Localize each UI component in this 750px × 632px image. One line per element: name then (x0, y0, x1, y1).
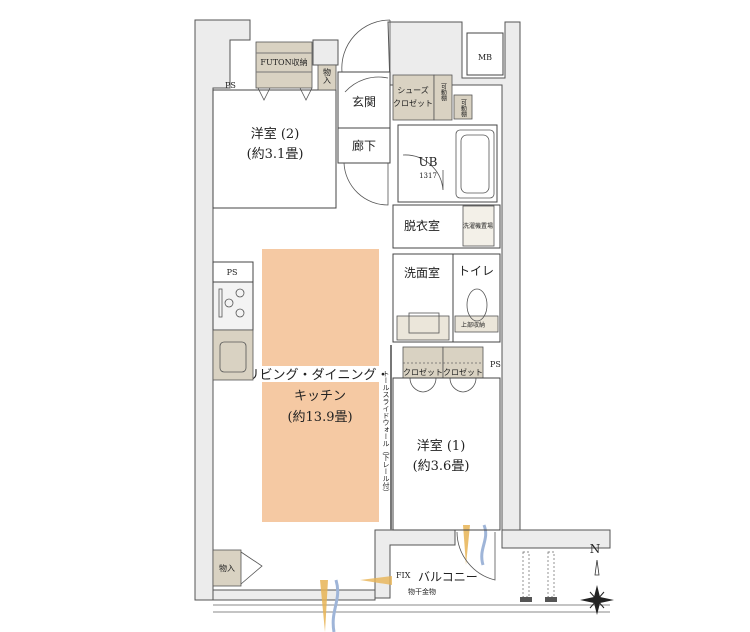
closet-top: 物入 (317, 64, 337, 91)
closet-a-label: クロゼット (403, 367, 443, 377)
stove-icon (218, 288, 245, 318)
shelf-1-label: 可動棚 (440, 83, 447, 102)
north-label: N (590, 542, 601, 556)
closet-top-label: 物入 (323, 67, 332, 84)
closet-bottom-label: 物入 (219, 563, 235, 573)
sliding-wall-label: トールスライドウォール（下レール付） (382, 370, 390, 496)
unit-bath: UB 1317 (397, 124, 498, 203)
airflow-icons (320, 524, 488, 632)
ldk-area (262, 249, 379, 522)
shelf-2-label: 可動棚 (460, 99, 467, 118)
ldk-size: (約13.9畳) (287, 410, 352, 425)
ps-kitchen: PS (227, 268, 238, 277)
closet-bottom: 物入 (212, 549, 263, 587)
hallway-label: 廊下 (352, 138, 376, 153)
ps-top: PS (225, 81, 236, 90)
hallway: 廊下 (337, 127, 391, 206)
dressing-label: 脱衣室 (404, 218, 440, 233)
mb-label: MB (478, 53, 492, 62)
toilet: 上部収納 トイレ (452, 253, 501, 343)
dressing-room: 洗濯機置場 脱衣室 (392, 204, 501, 249)
kitchen: PS (212, 261, 254, 381)
western-room-1-name: 洋室 (1) (417, 438, 466, 454)
exterior-walls (194, 19, 611, 613)
balcony-label: バルコニー (418, 570, 478, 584)
living-dining-kitchen: リビング・ダイニング・ キッチン (約13.9畳) トールスライドウォール（下レ… (246, 249, 392, 530)
washer-label: 洗濯機置場 (463, 222, 493, 230)
ldk-label-1: リビング・ダイニング・ (246, 368, 389, 383)
balcony: バルコニー FIX 物干金物 (396, 531, 557, 602)
ps-right: PS (490, 360, 501, 369)
western-room-1: 洋室 (1) (約3.6畳) (392, 377, 501, 531)
entrance-label: 玄関 (352, 94, 376, 109)
washroom: 洗面室 (392, 253, 454, 343)
entrance: 玄関 (337, 19, 391, 129)
shoes-closet: シューズ クロゼット 可動棚 可動棚 (392, 74, 473, 121)
sink-icon (219, 341, 247, 373)
shoes-label-1: シューズ (397, 85, 429, 95)
upper-storage-label: 上部収納 (461, 321, 485, 329)
western-room-1-size: (約3.6畳) (413, 459, 470, 474)
closets: クロゼット クロゼット PS (402, 346, 501, 393)
toilet-label: トイレ (458, 264, 494, 278)
western-room-2: 洋室 (2) (約3.1畳) PS (212, 81, 337, 209)
ldk-label-2: キッチン (294, 389, 346, 404)
closet-b-label: クロゼット (443, 367, 483, 377)
drying-hardware-label: 物干金物 (408, 587, 436, 596)
north-arrow-icon: N (580, 542, 614, 615)
shoes-label-2: クロゼット (393, 98, 433, 108)
fix-label: FIX (396, 571, 411, 580)
bath-label: UB (419, 155, 438, 169)
meter-box: MB (466, 32, 504, 76)
washroom-label: 洗面室 (404, 265, 440, 280)
bath-size: 1317 (419, 172, 437, 180)
western-room-2-name: 洋室 (2) (251, 126, 300, 142)
futon-label: FUTON収納 (260, 57, 307, 67)
futon-storage: FUTON収納 (255, 41, 313, 101)
western-room-2-size: (約3.1畳) (247, 147, 304, 162)
